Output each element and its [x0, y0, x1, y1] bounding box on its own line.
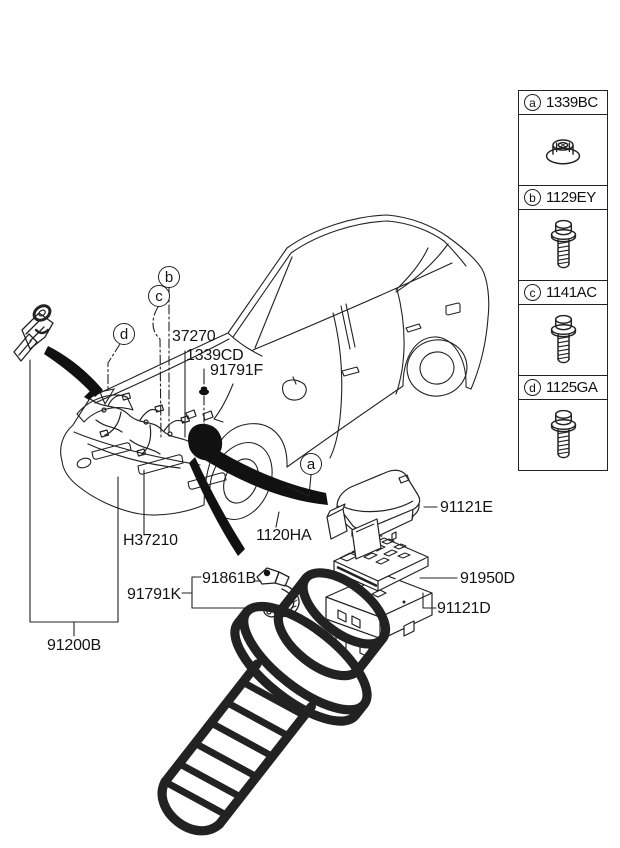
nut-1339CD-art [199, 386, 209, 396]
battery-terminal-art [13, 304, 54, 362]
legend-header-c: c 1141AC [519, 281, 607, 305]
marker-a: a [300, 453, 322, 475]
flange-bolt-icon [547, 407, 580, 464]
legend-key-a: a [524, 94, 541, 111]
legend-cell-b [519, 210, 607, 281]
legend-key-b: b [524, 189, 541, 206]
legend-cell-a [519, 115, 607, 186]
legend-key-c: c [524, 284, 541, 301]
engine-harness-art [87, 392, 214, 469]
legend-item-b: b 1129EY [519, 186, 607, 281]
legend-part-1339BC: 1339BC [546, 94, 598, 111]
marker-b: b [158, 266, 180, 288]
legend-item-d: d 1125GA [519, 376, 607, 470]
flange-bolt-icon [547, 312, 580, 369]
callout-91950D: 91950D [460, 570, 515, 587]
callout-37270: 37270 [172, 328, 216, 345]
marker-c: c [148, 285, 170, 307]
flange-nut-icon [542, 134, 584, 167]
callout-91200B: 91200B [47, 637, 101, 654]
leader-lines [29, 350, 458, 637]
legend-item-c: c 1141AC [519, 281, 607, 376]
legend-header-d: d 1125GA [519, 376, 607, 400]
callout-91791K: 91791K [127, 586, 181, 603]
callout-91121D: 91121D [437, 600, 491, 617]
flange-bolt-icon [547, 217, 580, 274]
legend-header-b: b 1129EY [519, 186, 607, 210]
marker-dashdot-lines [107, 287, 205, 438]
legend-key-d: d [524, 379, 541, 396]
fastener-legend: a 1339BC b 1129EY c 1141AC [518, 90, 608, 471]
callout-1120HA: 1120HA [256, 527, 312, 544]
legend-part-1125GA: 1125GA [546, 379, 598, 396]
legend-cell-c [519, 305, 607, 376]
fuse-box-cover [326, 469, 421, 560]
legend-cell-d [519, 400, 607, 470]
callout-1339CD: 1339CD [186, 347, 244, 364]
marker-d: d [113, 323, 135, 345]
fender-pointer-triangle [99, 388, 116, 406]
legend-part-1141AC: 1141AC [546, 284, 597, 301]
legend-header-a: a 1339BC [519, 91, 607, 115]
callout-91791F: 91791F [210, 362, 264, 379]
callout-91861B: 91861B [202, 570, 256, 587]
legend-item-a: a 1339BC [519, 91, 607, 186]
callout-91121E: 91121E [440, 499, 493, 516]
callout-H37210: H37210 [123, 532, 178, 549]
legend-part-1129EY: 1129EY [546, 189, 596, 206]
